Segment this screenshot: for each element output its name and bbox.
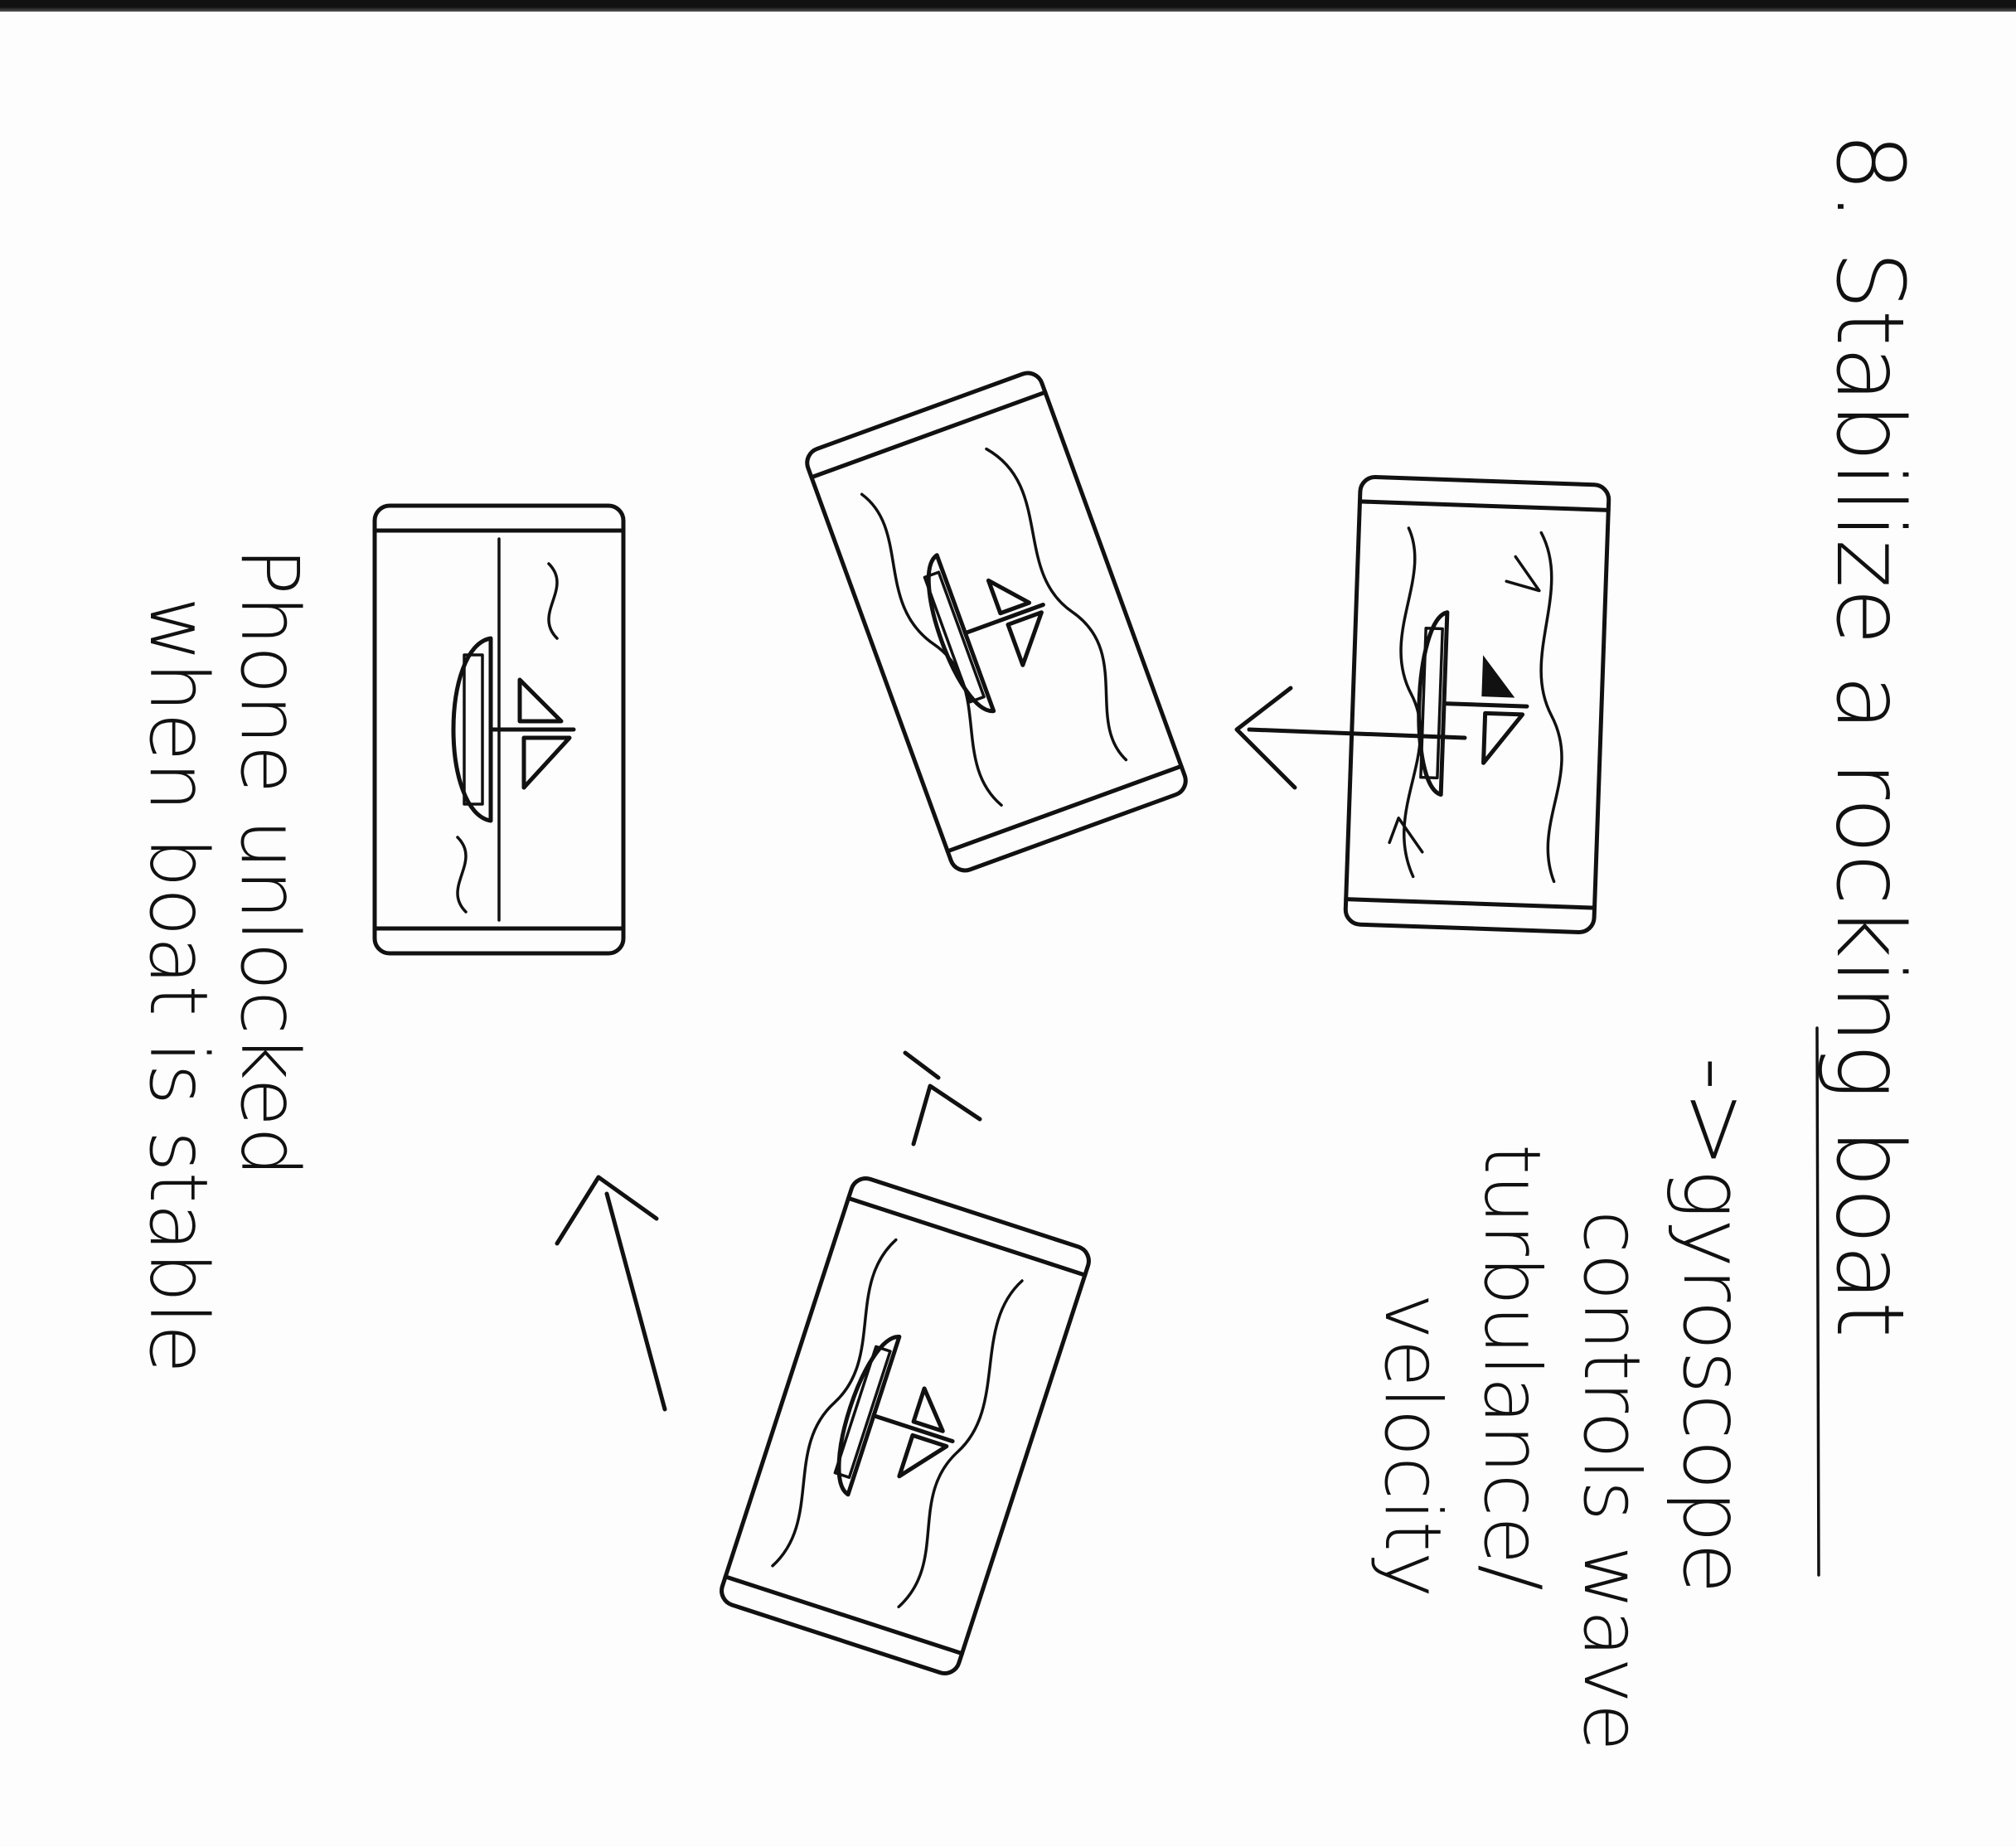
phone-frame-rocking-start (1345, 477, 1610, 933)
phone-frame-stable (375, 506, 623, 953)
arrow-3-to-4 (555, 1175, 667, 1412)
gyro-arrow: -> (1662, 1057, 1770, 1168)
gyro-line-1: gyroscope (1665, 1169, 1762, 1594)
arrow-1-to-2 (1234, 686, 1467, 790)
heading-underline (1815, 1026, 1820, 1577)
caption-line-2: when boat is stable (132, 597, 225, 1374)
caption-line-1: Phone unlocked (223, 547, 316, 1177)
heading-text: 8. Stabilize a rocking boat (1815, 133, 1923, 1338)
gyro-line-2: controls wave (1566, 1210, 1656, 1752)
paper-top-edge (0, 0, 2016, 12)
phone-frame-tilted-1 (803, 369, 1190, 875)
gyro-line-3: turbulance/ (1466, 1144, 1557, 1591)
phone-frame-tilted-2 (718, 1175, 1093, 1677)
arrow-2-to-3 (903, 1050, 982, 1146)
gyro-line-4: velocity (1367, 1293, 1457, 1597)
